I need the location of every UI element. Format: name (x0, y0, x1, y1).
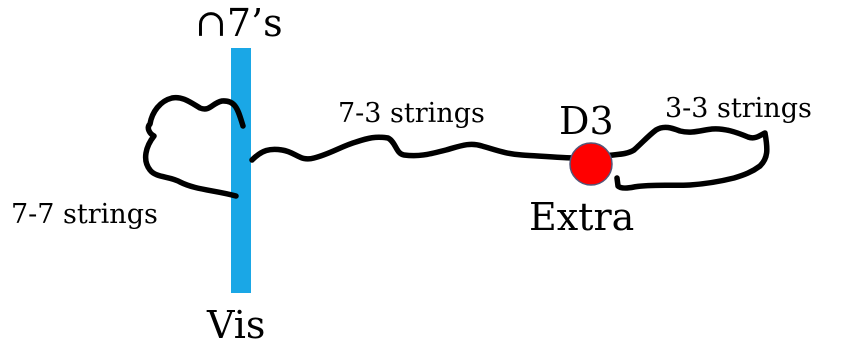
seven-seven-string-loop (142, 94, 246, 199)
bottom-brane-label: Vis (206, 303, 265, 343)
top-brane-label: ∩7’s (195, 1, 283, 45)
seven-seven-strings-label: 7-7 strings (11, 199, 158, 230)
d3-brane-dot (569, 142, 613, 186)
seven-brane-bar (231, 48, 251, 293)
three-three-strings-label: 3-3 strings (665, 93, 812, 124)
seven-three-string (249, 134, 581, 163)
seven-three-strings-label: 7-3 strings (338, 98, 485, 129)
extra-label: Extra (529, 195, 634, 239)
d3-label: D3 (559, 99, 614, 143)
three-three-string-loop (602, 124, 770, 191)
